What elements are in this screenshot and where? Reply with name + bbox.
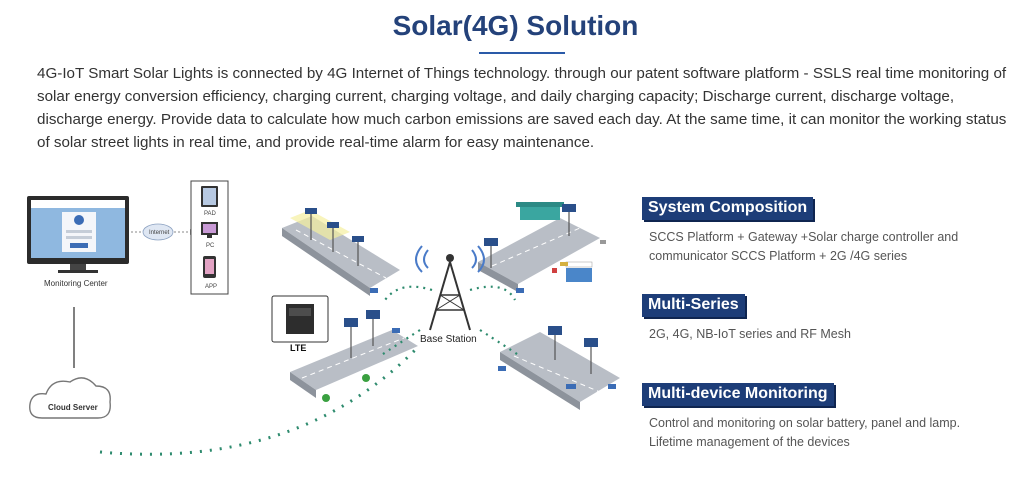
- section-line: 2G, 4G, NB-IoT series and RF Mesh: [649, 327, 851, 341]
- phone-icon: [203, 256, 216, 278]
- internet-label: Internet: [149, 230, 170, 236]
- cloud-server-label: Cloud Server: [48, 403, 98, 412]
- section-line: communicator SCCS Platform + 2G /4G seri…: [649, 249, 908, 263]
- section-multi-series: Multi-Series 2G, 4G, NB-IoT series and R…: [642, 294, 1019, 344]
- device-label-pad: PAD: [204, 211, 217, 217]
- section-line: Lifetime management of the devices: [649, 435, 850, 449]
- section-system-composition: System Composition SCCS Platform + Gatew…: [642, 197, 1019, 266]
- title-underline: [479, 52, 565, 54]
- section-multi-device-monitoring: Multi-device Monitoring Control and moni…: [642, 383, 1019, 452]
- base-station-tower-icon: [415, 245, 485, 331]
- base-station-label: Base Station: [420, 334, 477, 345]
- street-scene-top-right: [478, 202, 606, 293]
- pc-icon: [201, 222, 218, 238]
- section-title-system-composition: System Composition: [642, 197, 814, 220]
- section-text-multi-series: 2G, 4G, NB-IoT series and RF Mesh: [649, 325, 1019, 344]
- street-scene-top-left: [282, 208, 400, 296]
- section-title-multi-series: Multi-Series: [642, 294, 745, 317]
- monitor-icon: [27, 196, 129, 273]
- section-line: SCCS Platform + Gateway +Solar charge co…: [649, 230, 959, 244]
- device-label-app: APP: [205, 284, 217, 290]
- cloud-server-icon: [29, 377, 111, 419]
- section-text-multi-device-monitoring: Control and monitoring on solar battery,…: [649, 414, 1019, 452]
- section-title-multi-device-monitoring: Multi-device Monitoring: [642, 383, 834, 406]
- section-line: Control and monitoring on solar battery,…: [649, 416, 961, 430]
- signal-waves: [379, 285, 521, 357]
- intro-paragraph: 4G-IoT Smart Solar Lights is connected b…: [37, 65, 1007, 151]
- monitoring-center-label: Monitoring Center: [44, 279, 108, 288]
- device-label-pc: PC: [206, 243, 215, 249]
- internet-cloud-icon: [142, 223, 174, 241]
- street-scene-bottom-left: [290, 310, 418, 402]
- page-title: Solar(4G) Solution: [392, 10, 639, 41]
- street-scene-bottom-right: [498, 326, 620, 410]
- lte-label: LTE: [290, 343, 306, 353]
- lte-communicator-icon: [271, 295, 329, 343]
- tablet-icon: [201, 186, 218, 207]
- section-text-system-composition: SCCS Platform + Gateway +Solar charge co…: [649, 228, 1019, 266]
- solution-diagram: Monitoring Center Internet PAD PC APP Cl…: [27, 180, 620, 456]
